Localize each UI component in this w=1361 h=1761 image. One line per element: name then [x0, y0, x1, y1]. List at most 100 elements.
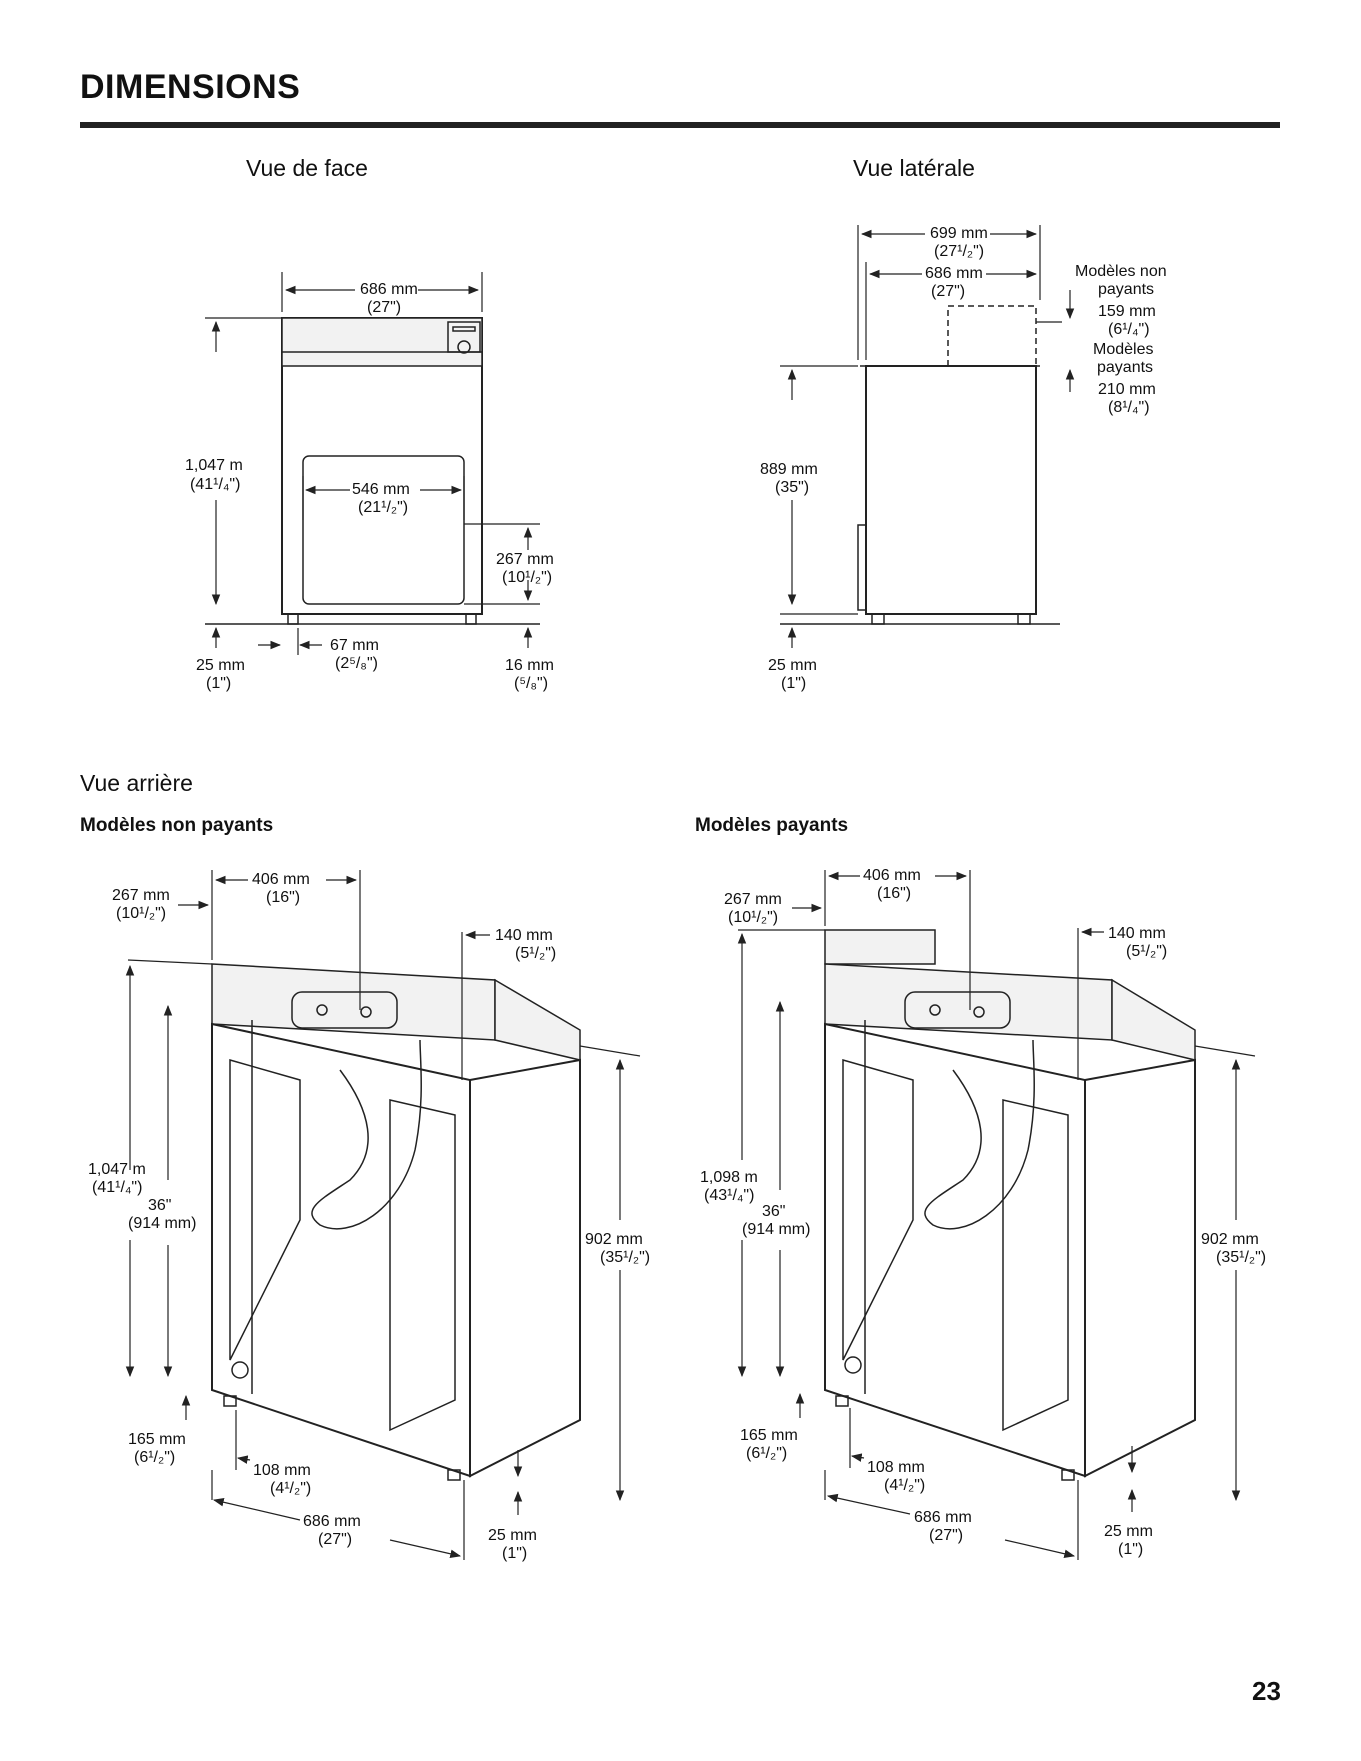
rear-back-panel [211, 1022, 471, 1478]
washer-front-console [281, 317, 483, 367]
page-title: DIMENSIONS [80, 68, 301, 106]
side-foot-left [871, 613, 885, 625]
p-drain-mm: 165 mm [740, 1427, 798, 1444]
title-rule [80, 122, 1280, 128]
rear-side-panel-paying [1084, 1058, 1196, 1478]
rear-back-panel-paying [824, 1022, 1086, 1478]
power-cord-paying [924, 1039, 1035, 1230]
foot-left [287, 613, 299, 625]
np-drain-in: (6¹/₂") [134, 1449, 175, 1466]
p-inner-height-mm: (914 mm) [742, 1221, 810, 1238]
power-cord [311, 1039, 422, 1230]
foot-right [465, 613, 477, 625]
p-top-offset-in: (10¹/₂") [728, 909, 778, 926]
rear-handle-paying [904, 991, 1011, 1029]
side-depth-outer-mm: 699 mm [930, 225, 988, 242]
p-right-offset-in: (5¹/₂") [1126, 943, 1167, 960]
front-width-in: (27") [367, 299, 401, 316]
p-body-height-in: (35¹/₂") [1216, 1249, 1266, 1266]
np-side-offset-mm: 108 mm [253, 1462, 311, 1479]
side-depth-inner-mm: 686 mm [925, 265, 983, 282]
np-side-offset-in: (4¹/₂") [270, 1480, 311, 1497]
front-door-panel [302, 455, 465, 605]
side-note-3: (6¹/₄") [1108, 321, 1150, 338]
water-inlet-cold-icon [360, 1006, 372, 1018]
front-height-in: (41¹/₄") [190, 476, 240, 493]
np-right-offset-mm: 140 mm [495, 927, 553, 944]
p-side-offset-mm: 108 mm [867, 1459, 925, 1476]
np-foot-in: (1") [502, 1545, 527, 1562]
door-width-mm: 546 mm [352, 481, 410, 498]
side-depth-inner-in: (27") [931, 283, 965, 300]
side-foot-right [1017, 613, 1031, 625]
foot-offset-in: (2⁵/₈") [335, 655, 378, 672]
p-body-height-mm: 902 mm [1201, 1231, 1259, 1248]
front-width-mm: 686 mm [360, 281, 418, 298]
side-note-6: 210 mm [1098, 381, 1156, 398]
side-note-7: (8¹/₄") [1108, 399, 1150, 416]
p-top-offset-mm: 267 mm [724, 891, 782, 908]
np-top-offset-mm: 267 mm [112, 887, 170, 904]
p-height-in: (43¹/₄") [704, 1187, 754, 1204]
np-foot-mm: 25 mm [488, 1527, 537, 1544]
side-note-4: Modèles [1093, 341, 1153, 358]
front-foot-left-mm: 25 mm [196, 657, 245, 674]
door-height-mm: 267 mm [496, 551, 554, 568]
side-height-in: (35") [775, 479, 809, 496]
side-depth-outer-in: (27¹/₂") [934, 243, 984, 260]
paying-title: Modèles payants [695, 815, 849, 836]
rear-non-paying-drawing: 406 mm (16") 267 mm (10¹/₂") 140 mm (5¹/… [88, 870, 650, 1562]
rear-side-panel [469, 1058, 581, 1478]
p-right-offset-mm: 140 mm [1108, 925, 1166, 942]
np-height-mm: 1,047 m [88, 1161, 146, 1178]
p-width-top-in: (16") [877, 885, 911, 902]
side-note-0: Modèles non [1075, 263, 1167, 280]
door-width-in: (21¹/₂") [358, 499, 408, 516]
front-height-mm: 1,047 m [185, 457, 243, 474]
front-view-title: Vue de face [246, 155, 368, 181]
side-view-drawing: 699 mm (27¹/₂") 686 mm (27") Modèles non… [760, 225, 1167, 692]
side-note-2: 159 mm [1098, 303, 1156, 320]
front-view-drawing: 686 mm (27") 1,047 m (41¹/₄") 546 mm (21… [185, 272, 554, 692]
np-width-top-mm: 406 mm [252, 871, 310, 888]
p-drain-in: (6¹/₂") [746, 1445, 787, 1462]
front-foot-right-mm: 16 mm [505, 657, 554, 674]
p-side-offset-in: (4¹/₂") [884, 1477, 925, 1494]
drain-icon [231, 1361, 249, 1379]
rear-handle [291, 991, 398, 1029]
p-foot-mm: 25 mm [1104, 1523, 1153, 1540]
foot-offset-mm: 67 mm [330, 637, 379, 654]
np-width-top-in: (16") [266, 889, 300, 906]
side-foot-mm: 25 mm [768, 657, 817, 674]
np-top-offset-in: (10¹/₂") [116, 905, 166, 922]
side-height-mm: 889 mm [760, 461, 818, 478]
side-foot-in: (1") [781, 675, 806, 692]
page-number: 23 [1252, 1676, 1281, 1706]
side-note-5: payants [1097, 359, 1153, 376]
np-body-height-mm: 902 mm [585, 1231, 643, 1248]
p-width-mm: 686 mm [914, 1509, 972, 1526]
washer-side-body [865, 365, 1037, 615]
drain-icon-paying [844, 1356, 862, 1374]
water-inlet-cold-icon-paying [973, 1006, 985, 1018]
door-height-in: (10¹/₂") [502, 569, 552, 586]
front-foot-right-in: (⁵/₈") [514, 675, 548, 692]
np-height-in: (41¹/₄") [92, 1179, 142, 1196]
p-foot-in: (1") [1118, 1541, 1143, 1558]
np-inner-height-in: 36" [148, 1197, 171, 1214]
side-view-title: Vue latérale [853, 155, 975, 181]
front-foot-left-in: (1") [206, 675, 231, 692]
np-body-height-in: (35¹/₂") [600, 1249, 650, 1266]
water-inlet-hot-icon [316, 1004, 328, 1016]
p-inner-height-in: 36" [762, 1203, 785, 1220]
knob-icon [457, 340, 471, 354]
side-note-1: payants [1098, 281, 1154, 298]
non-paying-title: Modèles non payants [80, 815, 274, 836]
np-width-mm: 686 mm [303, 1513, 361, 1530]
coin-box [824, 929, 936, 965]
rear-paying-drawing: 406 mm (16") 267 mm (10¹/₂") 140 mm (5¹/… [700, 867, 1266, 1560]
np-right-offset-in: (5¹/₂") [515, 945, 556, 962]
p-width-top-mm: 406 mm [863, 867, 921, 884]
lid-open-outline [947, 305, 1037, 366]
np-inner-height-mm: (914 mm) [128, 1215, 196, 1232]
